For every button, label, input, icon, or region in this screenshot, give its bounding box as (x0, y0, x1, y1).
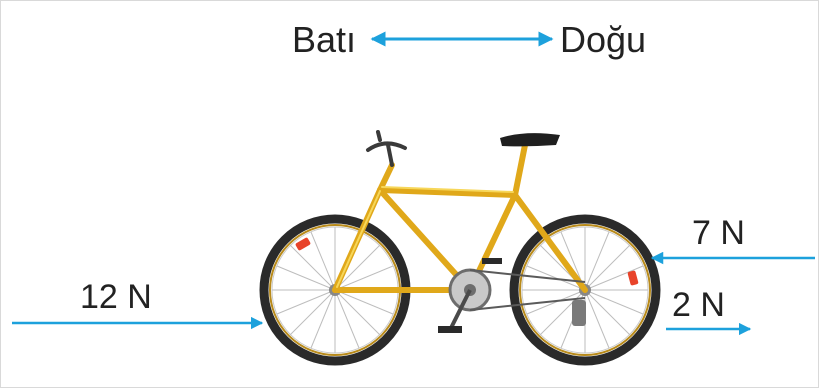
force-7n: 7 N (652, 214, 815, 258)
derailleur (572, 300, 586, 326)
force-label-7n: 7 N (692, 214, 745, 252)
direction-indicator: Batı Doğu (292, 19, 646, 60)
force-2n: 2 N (666, 286, 750, 329)
pedal (438, 326, 462, 333)
east-label: Doğu (560, 19, 646, 60)
west-label: Batı (292, 19, 356, 60)
bicycle-handlebar (368, 132, 405, 165)
force-label-2n: 2 N (672, 286, 725, 324)
bicycle-seat (500, 133, 560, 146)
force-12n: 12 N (12, 278, 262, 323)
pedal (482, 258, 502, 264)
bicycle-illustration (264, 132, 656, 361)
force-label-12n: 12 N (80, 278, 152, 316)
